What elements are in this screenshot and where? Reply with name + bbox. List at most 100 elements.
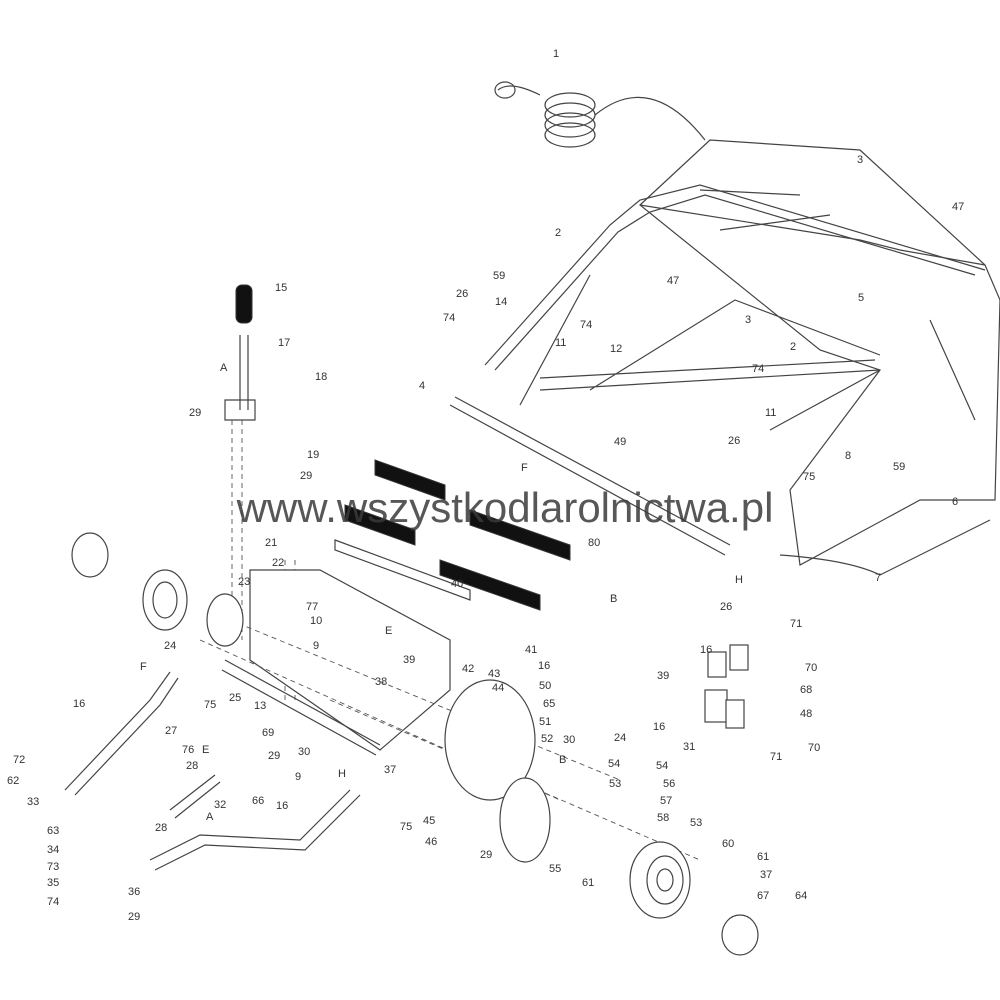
callout-label: 64 (795, 890, 807, 902)
callout-label: 76 (182, 744, 194, 756)
callout-label: 21 (265, 537, 277, 549)
callout-label: 16 (653, 721, 665, 733)
brushes (344, 459, 571, 611)
callout-label: 3 (745, 314, 751, 326)
callout-label: 73 (47, 861, 59, 873)
callout-label: 8 (845, 450, 851, 462)
callout-label: 29 (268, 750, 280, 762)
callout-label: 41 (525, 644, 537, 656)
callout-label: 58 (657, 812, 669, 824)
callout-label: 61 (582, 877, 594, 889)
callout-label: 66 (252, 795, 264, 807)
callout-label: 62 (7, 775, 19, 787)
callout-label: 70 (805, 662, 817, 674)
callout-label: 28 (155, 822, 167, 834)
callout-label: 49 (614, 436, 626, 448)
cable-coil (494, 81, 706, 148)
callout-label: 31 (683, 741, 695, 753)
lower-handle (149, 789, 361, 871)
callout-label: 50 (539, 680, 551, 692)
grip (235, 284, 253, 324)
callout-label: 33 (27, 796, 39, 808)
callout-label: 42 (462, 663, 474, 675)
callout-label: 70 (808, 742, 820, 754)
callout-label: 15 (275, 282, 287, 294)
callout-label: 2 (555, 227, 561, 239)
callout-label: 59 (493, 270, 505, 282)
callout-label: 74 (752, 363, 764, 375)
callout-label: 11 (555, 337, 566, 349)
callout-label: 72 (13, 754, 25, 766)
callout-label: 25 (229, 692, 241, 704)
callout-label: 6 (952, 496, 958, 508)
callout-label: H (735, 574, 743, 586)
callout-label: 23 (238, 576, 250, 588)
callout-label: 44 (492, 682, 504, 694)
guide-lines (231, 420, 296, 700)
callout-label: A (220, 362, 228, 374)
callout-label: 37 (760, 869, 772, 881)
callout-label: 30 (563, 734, 575, 746)
callout-label: 29 (300, 470, 312, 482)
callout-label: 32 (214, 799, 226, 811)
callout-label: 24 (164, 640, 176, 652)
callout-label: 53 (690, 817, 702, 829)
callout-label: 52 (541, 733, 553, 745)
callout-label: 36 (128, 886, 140, 898)
callout-label: 29 (128, 911, 140, 923)
lever-bar (64, 671, 179, 796)
callout-label: 69 (262, 727, 274, 739)
callout-label: 54 (656, 760, 668, 772)
callout-label: 71 (770, 751, 782, 763)
callout-label: 56 (663, 778, 675, 790)
callout-label: 39 (403, 654, 415, 666)
gear-cover (444, 679, 536, 801)
callout-label: 9 (295, 771, 301, 783)
callout-label: 27 (165, 725, 177, 737)
callout-label: 22 (272, 557, 284, 569)
callout-label: 24 (614, 732, 626, 744)
callout-label: 5 (858, 292, 864, 304)
watermark: www.wszystkodlarolnictwa.pl (236, 484, 774, 531)
left-wheel (71, 532, 244, 647)
drive-plate (499, 777, 551, 863)
callout-label: 57 (660, 795, 672, 807)
callout-label: H (338, 768, 346, 780)
callout-label: 16 (700, 644, 712, 656)
callout-label: 59 (893, 461, 905, 473)
callout-label: 46 (425, 836, 437, 848)
right-wheel (629, 841, 759, 956)
strip (334, 539, 471, 601)
callout-label: 80 (588, 537, 600, 549)
callout-label: 53 (609, 778, 621, 790)
callout-label: 30 (298, 746, 310, 758)
callout-label: 29 (189, 407, 201, 419)
callout-label: 26 (456, 288, 468, 300)
callout-label: 63 (47, 825, 59, 837)
callout-label: 12 (610, 343, 622, 355)
callout-label: 3 (857, 154, 863, 166)
callout-label: 67 (757, 890, 769, 902)
callout-label: 60 (722, 838, 734, 850)
bracket (224, 335, 256, 421)
callout-label: 4 (419, 380, 425, 392)
callout-label: 51 (539, 716, 551, 728)
callout-label: 75 (204, 699, 216, 711)
callout-label: 28 (186, 760, 198, 772)
callout-label: 17 (278, 337, 290, 349)
rod (449, 396, 731, 556)
callout-label: 40 (451, 578, 463, 590)
callout-label: 1 (553, 48, 559, 60)
callout-label: 71 (790, 618, 802, 630)
callout-label: 16 (73, 698, 85, 710)
callout-label: 13 (254, 700, 266, 712)
callout-label: 47 (952, 201, 964, 213)
tube (169, 774, 221, 819)
callout-label: 74 (443, 312, 455, 324)
callout-label: 16 (538, 660, 550, 672)
callout-label: 54 (608, 758, 620, 770)
callout-label: 45 (423, 815, 435, 827)
handle-frame (484, 184, 986, 431)
callout-label: 10 (310, 615, 322, 627)
